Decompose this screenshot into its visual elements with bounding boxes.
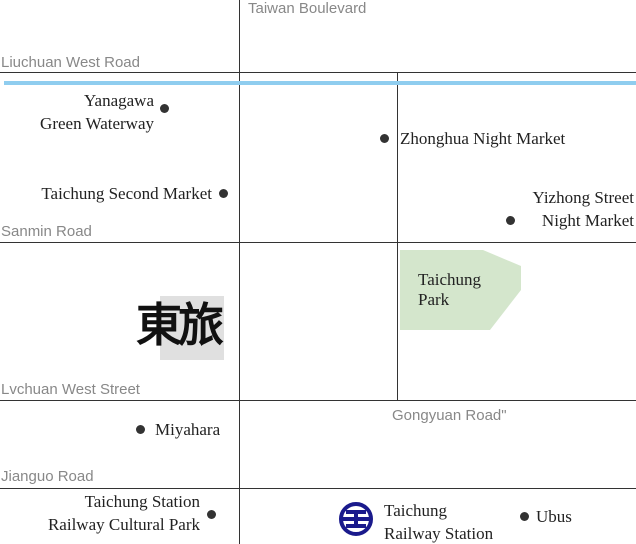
railway-icon [339, 502, 373, 536]
marker-dot [160, 104, 169, 113]
place-cultural-park-line2: Railway Cultural Park [47, 515, 200, 534]
road-line-liuchuan [0, 72, 636, 73]
river-line [4, 81, 636, 85]
place-yizhong-line2: Night Market [541, 211, 634, 230]
hotel-logo[interactable]: 東旅 [136, 288, 240, 364]
logo-text: 東旅 [136, 298, 224, 352]
marker-dot [506, 216, 515, 225]
road-jianguo: Jianguo Road [1, 468, 94, 485]
place-station[interactable]: Taichung Railway Station [384, 499, 493, 544]
marker-dot [219, 189, 228, 198]
place-yanagawa-line2: Green Waterway [40, 114, 154, 133]
park-label[interactable]: Taichung Park [418, 270, 481, 310]
place-zhonghua[interactable]: Zhonghua Night Market [400, 129, 566, 148]
place-yizhong[interactable]: Yizhong Street Night Market [532, 186, 634, 232]
road-line-lvchuan [0, 400, 636, 401]
road-line-gongyuan [397, 72, 398, 400]
place-station-line1: Taichung [384, 501, 448, 520]
road-line-sanmin [0, 242, 636, 243]
road-gongyuan: Gongyuan Road" [392, 407, 507, 424]
road-line-jianguo [0, 488, 636, 489]
marker-dot [380, 134, 389, 143]
place-yanagawa[interactable]: Yanagawa Green Waterway [40, 89, 154, 135]
road-sanmin: Sanmin Road [1, 223, 92, 240]
marker-dot [207, 510, 216, 519]
road-line-taiwan-boulevard [239, 0, 240, 544]
place-cultural-park-line1: Taichung Station [84, 492, 200, 511]
place-yanagawa-line1: Yanagawa [83, 91, 154, 110]
road-liuchuan-west: Liuchuan West Road [1, 54, 140, 71]
park-label-line2: Park [418, 290, 450, 309]
place-second-market[interactable]: Taichung Second Market [41, 184, 212, 203]
place-miyahara[interactable]: Miyahara [155, 420, 221, 439]
marker-dot [136, 425, 145, 434]
park-label-line1: Taichung [418, 270, 482, 289]
marker-dot [520, 512, 529, 521]
place-station-line2: Railway Station [384, 524, 494, 543]
logo-background [160, 296, 224, 360]
place-yizhong-line1: Yizhong Street [532, 188, 634, 207]
place-ubus[interactable]: Ubus [536, 507, 572, 526]
road-taiwan-boulevard: Taiwan Boulevard [248, 0, 367, 17]
place-cultural-park[interactable]: Taichung Station Railway Cultural Park [48, 490, 200, 536]
road-lvchuan-west: Lvchuan West Street [1, 381, 140, 398]
